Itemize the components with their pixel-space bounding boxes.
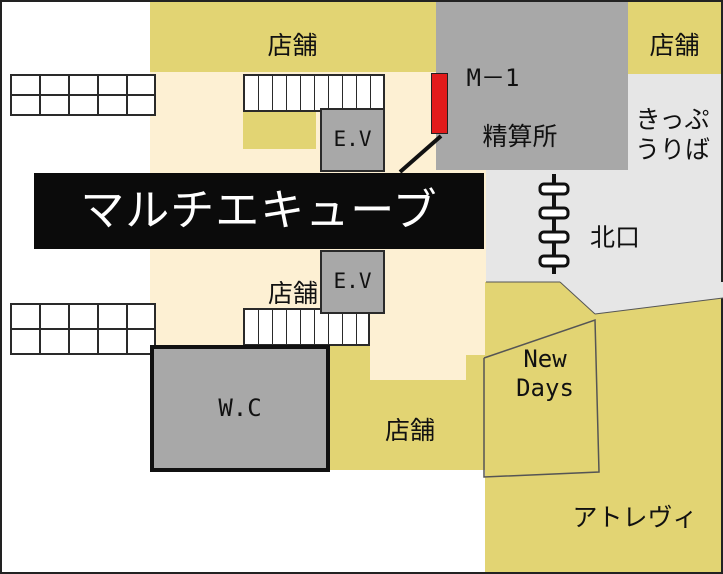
stairs-upper <box>243 74 385 112</box>
shop-label-middle: 店舗 <box>267 279 318 308</box>
fare-office-label: 精算所 <box>482 122 558 151</box>
shop-label-top-right: 店舗 <box>649 31 700 60</box>
gate-icon <box>538 174 570 274</box>
shop-bottom-area <box>330 380 485 470</box>
atelier-label: アトレヴィ <box>572 503 698 532</box>
newdays-label: New Days <box>516 345 574 402</box>
station-banner: マルチエキューブ <box>34 173 484 249</box>
north-exit-label: 北口 <box>589 223 640 252</box>
machine-marker <box>431 73 448 134</box>
shop-top-right-area <box>628 2 721 74</box>
ticket-sales-label: きっぷ うりば <box>634 105 710 164</box>
fare-office-area <box>436 2 628 170</box>
bench-lower <box>10 303 156 355</box>
restroom: W.C <box>150 345 330 472</box>
concourse-block-shop <box>243 112 316 149</box>
machine-pointer <box>398 134 443 174</box>
ticket-area <box>628 74 721 170</box>
elevator-lower: E.V <box>320 250 385 314</box>
newdays-outline <box>483 318 600 478</box>
shop-top-left-area <box>150 2 436 72</box>
exit-slope <box>486 282 723 314</box>
elevator-upper: E.V <box>320 108 385 172</box>
exit-edge <box>559 281 596 315</box>
machine-id-label: M－1 <box>466 63 520 92</box>
shop-bottom-right-area <box>466 355 486 380</box>
shop-label-top-left: 店舗 <box>267 31 318 60</box>
north-exit-area <box>486 170 721 282</box>
bench-upper <box>10 74 156 116</box>
stairs-lower <box>243 308 370 346</box>
shop-bottom-left-area <box>330 340 370 380</box>
shop-label-bottom: 店舗 <box>384 416 435 445</box>
exit-edge <box>594 297 723 315</box>
atelier-area <box>485 282 721 572</box>
